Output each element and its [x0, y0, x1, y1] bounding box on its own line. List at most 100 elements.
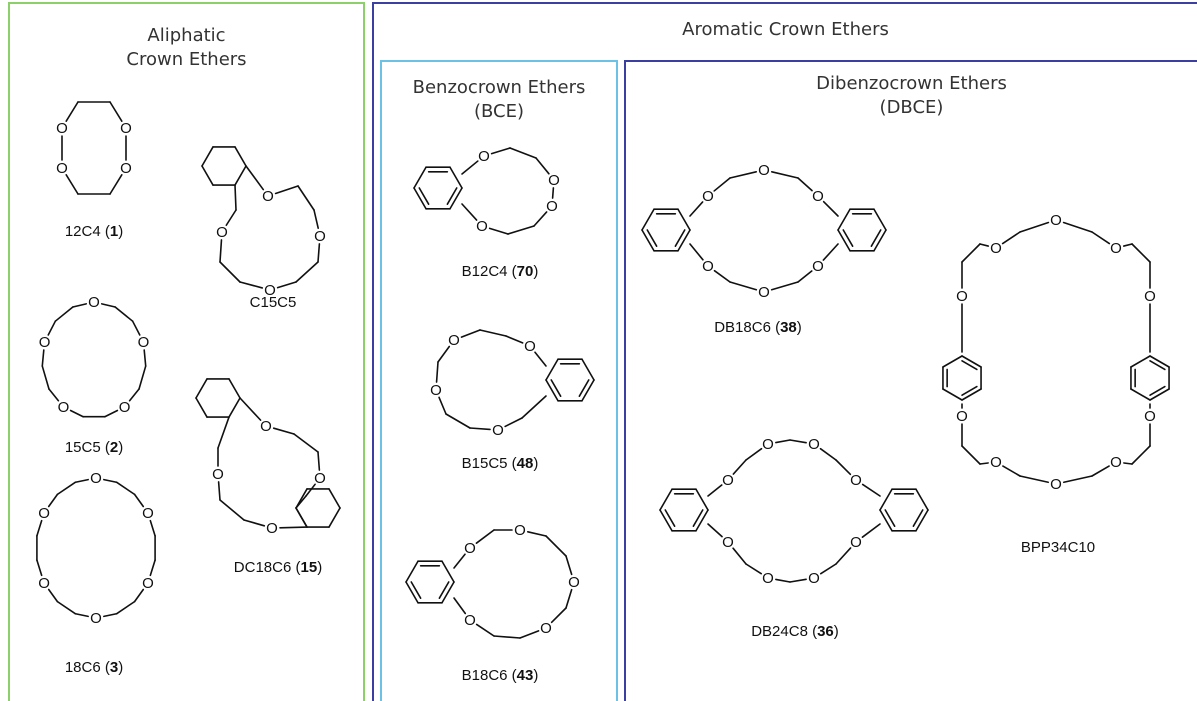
bond — [1130, 355, 1151, 368]
bond — [109, 101, 123, 122]
oxygen-atom: O — [138, 334, 150, 351]
bond — [201, 165, 214, 186]
bond — [475, 529, 495, 545]
bond — [961, 360, 978, 371]
bond — [234, 146, 247, 167]
bond — [915, 509, 929, 532]
bond — [114, 306, 134, 322]
dbce-title: Dibenzocrown Ethers (DBCE) — [626, 72, 1197, 120]
oxygen-atom: O — [448, 332, 460, 349]
bond — [493, 635, 521, 639]
bond — [695, 509, 709, 532]
oxygen-atom: O — [260, 418, 272, 435]
oxygen-atom: O — [88, 294, 100, 311]
bce-title-line2: (BCE) — [473, 101, 525, 122]
bond — [47, 320, 57, 336]
bond — [475, 623, 495, 637]
oxygen-atom: O — [464, 540, 476, 557]
bond — [664, 509, 676, 528]
bond — [692, 509, 704, 528]
bond — [822, 243, 839, 261]
benzocrown-panel — [380, 60, 618, 701]
bond — [659, 509, 673, 532]
bond — [297, 185, 315, 211]
bond — [732, 547, 747, 565]
oxygen-atom: O — [762, 570, 774, 587]
bond — [47, 493, 59, 508]
oxygen-atom: O — [56, 160, 68, 177]
oxygen-atom: O — [1110, 454, 1122, 471]
oxygen-atom: O — [314, 470, 326, 487]
bond — [65, 174, 79, 195]
oxygen-atom: O — [722, 534, 734, 551]
bond — [438, 396, 447, 415]
bond — [713, 177, 731, 192]
bond — [149, 559, 156, 577]
bond — [460, 329, 481, 338]
bond — [861, 483, 881, 497]
bond — [36, 519, 43, 537]
bond — [295, 261, 319, 283]
bond — [521, 395, 547, 419]
bond — [835, 547, 852, 565]
oxygen-atom: O — [758, 162, 770, 179]
bond — [1130, 388, 1151, 401]
oxygen-atom: O — [812, 188, 824, 205]
bond — [961, 388, 982, 401]
bond — [689, 201, 704, 217]
bond — [104, 409, 119, 418]
bond — [109, 174, 123, 195]
bond — [789, 578, 807, 583]
bond — [405, 560, 419, 583]
bond — [449, 166, 463, 189]
bond — [149, 519, 156, 537]
oxygen-atom: O — [956, 288, 968, 305]
bond — [674, 229, 686, 248]
oxygen-atom: O — [808, 570, 820, 587]
bond — [131, 320, 141, 336]
oxygen-atom: O — [39, 334, 51, 351]
oxygen-atom: O — [568, 574, 580, 591]
bond — [234, 184, 237, 211]
bond — [115, 600, 136, 615]
oxygen-atom: O — [540, 620, 552, 637]
bond — [143, 349, 147, 367]
bond — [879, 509, 893, 532]
aromatic-title: Aromatic Crown Ethers — [374, 18, 1197, 42]
bond — [533, 211, 548, 227]
bond — [1149, 388, 1170, 401]
bond — [48, 388, 60, 402]
label-bpp34c10: BPP34C10 — [1021, 539, 1095, 556]
bond — [115, 481, 136, 496]
bond — [274, 185, 299, 195]
bond — [509, 147, 537, 159]
bond — [453, 553, 466, 569]
bond — [979, 243, 990, 247]
bond — [689, 243, 704, 261]
bond — [36, 559, 43, 577]
bond — [961, 243, 981, 263]
bond — [449, 187, 463, 210]
oxygen-atom: O — [314, 228, 326, 245]
bond — [915, 488, 929, 511]
bce-title: Benzocrown Ethers (BCE) — [382, 76, 616, 124]
bond — [328, 507, 341, 528]
oxygen-atom: O — [90, 470, 102, 487]
bond — [239, 397, 262, 421]
bond — [445, 413, 471, 429]
bce-title-line1: Benzocrown Ethers — [412, 77, 586, 98]
oxygen-atom: O — [212, 466, 224, 483]
bond — [305, 483, 316, 497]
bond — [745, 563, 763, 575]
bond — [295, 507, 308, 528]
bond — [219, 261, 241, 283]
bond — [74, 478, 89, 484]
bond — [490, 147, 511, 155]
bond — [488, 227, 509, 235]
oxygen-atom: O — [478, 148, 490, 165]
bond — [1149, 385, 1166, 396]
oxygen-atom: O — [430, 382, 442, 399]
bond — [713, 269, 731, 283]
